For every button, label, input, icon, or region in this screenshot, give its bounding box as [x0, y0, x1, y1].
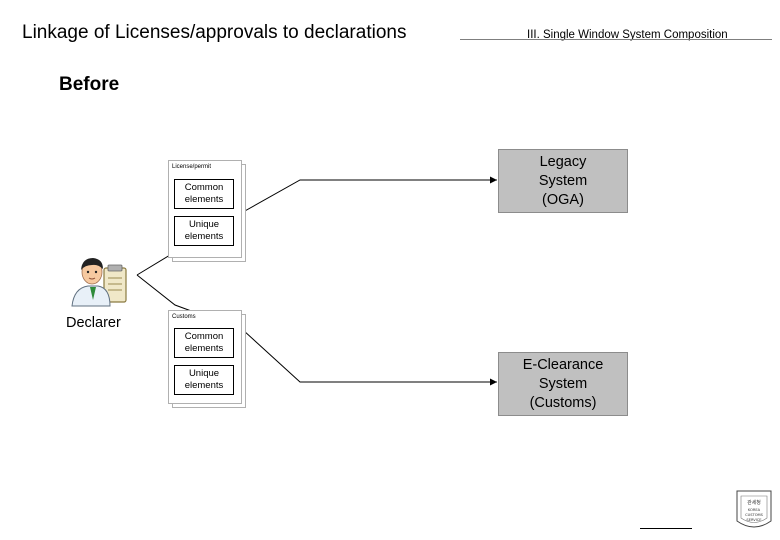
license-doc-title: License/permit [172, 164, 212, 170]
svg-text:SERVICE: SERVICE [746, 518, 762, 522]
page-title: Linkage of Licenses/approvals to declara… [22, 22, 407, 43]
customs-common-elements: Common elements [174, 328, 234, 358]
footer-rule [640, 528, 692, 529]
customs-unique-elements: Unique elements [174, 365, 234, 395]
customs-doc-title: Customs [172, 314, 196, 320]
arrowhead-legacy [490, 176, 497, 184]
legacy-system-box: Legacy System (OGA) [498, 149, 628, 213]
arrowhead-eclearance [490, 378, 497, 386]
customs-document: Customs Common elements Unique elements [168, 310, 242, 404]
section-label: III. Single Window System Composition [527, 29, 728, 41]
declarer-label: Declarer [66, 315, 121, 331]
license-unique-elements: Unique elements [174, 216, 234, 246]
e-clearance-system-box: E-Clearance System (Customs) [498, 352, 628, 416]
svg-text:관세청: 관세청 [747, 499, 761, 506]
title-divider [460, 39, 772, 40]
svg-text:CUSTOMS: CUSTOMS [745, 513, 764, 517]
declarer-person-icon [71, 258, 127, 307]
korea-customs-logo: 관세청 KOREA CUSTOMS SERVICE [736, 490, 772, 528]
subtitle-before: Before [59, 74, 120, 95]
license-common-elements: Common elements [174, 179, 234, 209]
license-permit-document: License/permit Common elements Unique el… [168, 160, 242, 258]
svg-text:KOREA: KOREA [748, 508, 761, 512]
